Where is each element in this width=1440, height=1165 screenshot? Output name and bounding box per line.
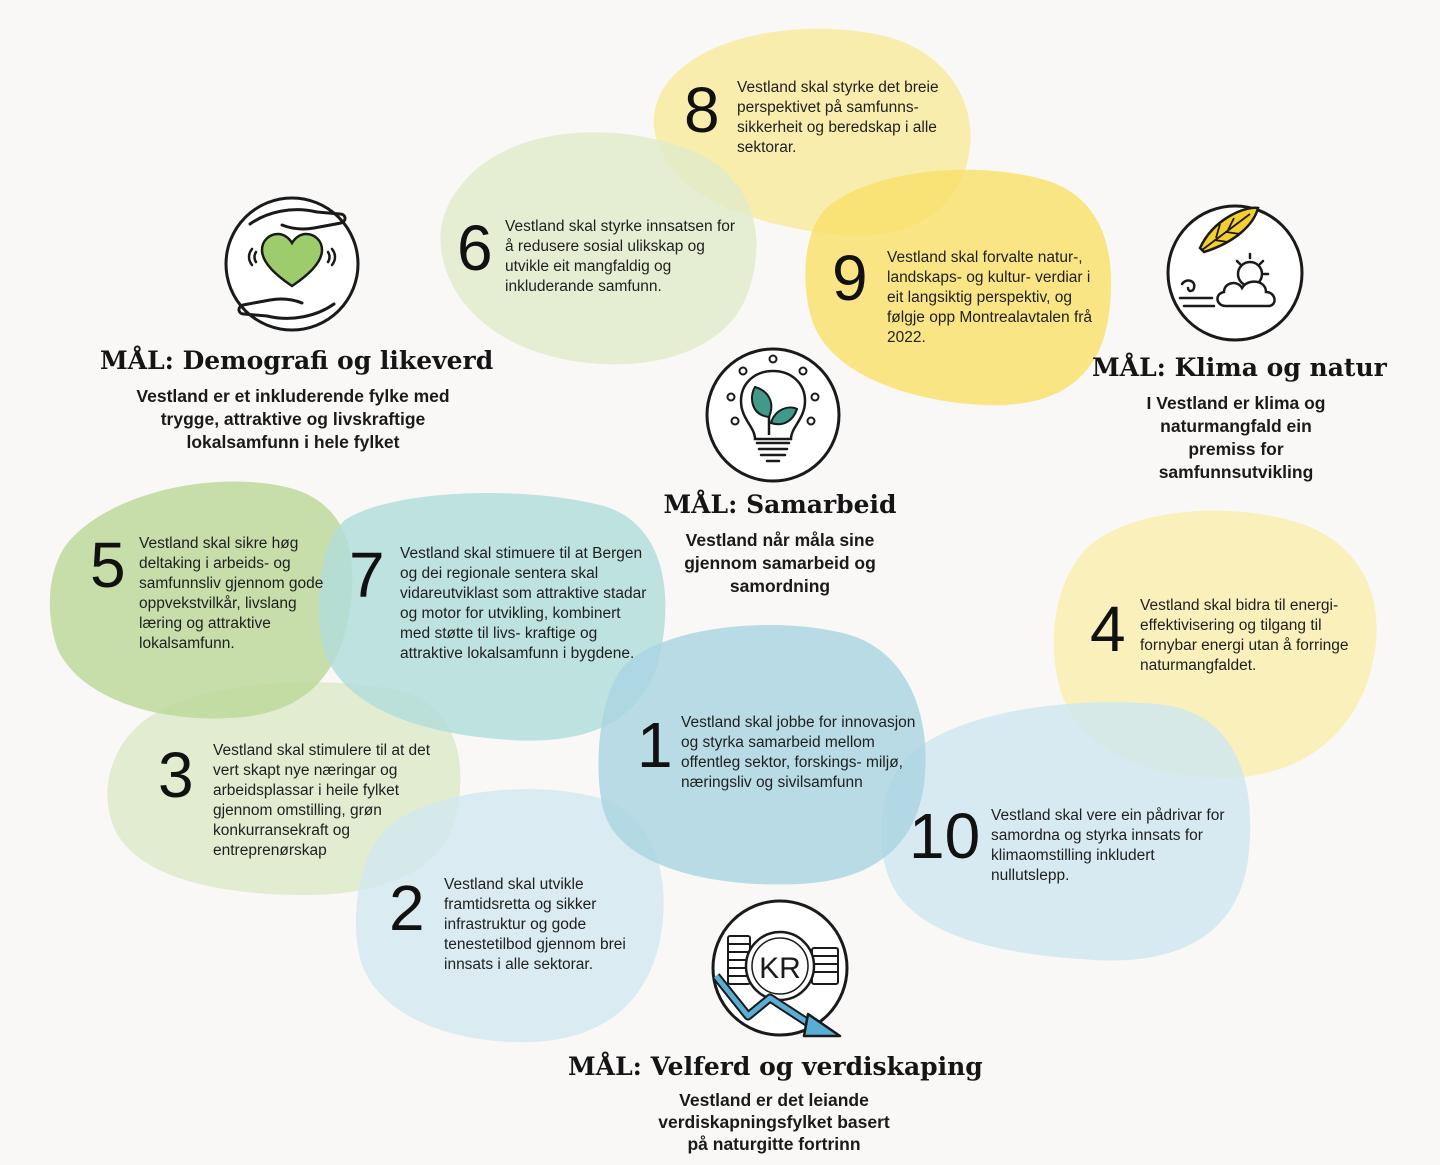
- goal-blob-9: [805, 169, 1112, 406]
- aim-description: Vestland når måla sine gjennom samarbeid…: [684, 530, 876, 596]
- goal-blob-2: [355, 789, 664, 1043]
- aim-description: Vestland er det leiande verdiskapningsfy…: [658, 1090, 890, 1154]
- aim-title: MÅL: Velferd og verdiskaping: [568, 1052, 983, 1081]
- goal-text: Vestland skal jobbe for innovasjon og st…: [681, 714, 916, 791]
- lightbulb-leaves-icon: [705, 347, 841, 483]
- goal-text: Vestland skal styrke innsatsen for å red…: [505, 218, 736, 295]
- goal-text: Vestland skal sikre høg deltaking i arbe…: [139, 535, 324, 652]
- aim-klima: MÅL: Klima og natur I Vestland er klima …: [1092, 353, 1387, 484]
- goal-text: Vestland skal stimuere til at Bergen og …: [400, 545, 647, 662]
- goal-text: Vestland skal stimulere til at det vert …: [213, 742, 431, 859]
- heart-in-hands-icon: [224, 196, 360, 332]
- aim-samarbeid: MÅL: Samarbeid Vestland når måla sine gj…: [660, 490, 900, 598]
- goal-number: 1: [637, 709, 673, 781]
- goal-number: 9: [832, 242, 868, 314]
- aim-title: MÅL: Klima og natur: [1092, 353, 1387, 382]
- goal-text: Vestland skal utvikle framtidsretta og s…: [444, 876, 626, 973]
- aim-description: I Vestland er klima og naturmangfald ein…: [1146, 393, 1326, 482]
- goal-number: 4: [1090, 593, 1126, 665]
- coins-downward-arrow-icon: KR: [711, 899, 849, 1038]
- goal-number: 7: [349, 539, 385, 611]
- aim-description: Vestland er et inkluderende fylke med tr…: [136, 386, 450, 452]
- goal-text: Vestland skal vere ein pådrivar for samo…: [991, 807, 1225, 884]
- goal-number: 5: [90, 529, 126, 601]
- goal-blob-6: [440, 132, 757, 365]
- goal-number: 8: [684, 74, 720, 146]
- goal-blob-3: [107, 682, 461, 895]
- aim-title: MÅL: Demografi og likeverd: [100, 346, 494, 375]
- goal-text: Vestland skal forvalte natur-, landskaps…: [887, 249, 1093, 346]
- goal-blob-1: [598, 625, 926, 885]
- goal-blob-10: [881, 702, 1251, 961]
- goal-number: 3: [158, 739, 194, 811]
- goal-text: Vestland skal styrke det breie perspekti…: [737, 79, 939, 156]
- leaf-sun-cloud-icon: [1166, 204, 1304, 342]
- goal-number: 2: [389, 872, 425, 944]
- coin-label: KR: [759, 952, 801, 985]
- aim-velferd: MÅL: Velferd og verdiskaping Vestland er…: [568, 1052, 983, 1155]
- goal-text: Vestland skal bidra til energi- effektiv…: [1140, 597, 1349, 674]
- goal-blob-5: [49, 481, 353, 719]
- goal-blob-7: [318, 493, 666, 741]
- goal-number: 6: [457, 212, 493, 284]
- aim-title: MÅL: Samarbeid: [663, 490, 897, 519]
- aim-demografi: MÅL: Demografi og likeverd Vestland er e…: [100, 346, 494, 454]
- goal-number: 10: [909, 800, 981, 872]
